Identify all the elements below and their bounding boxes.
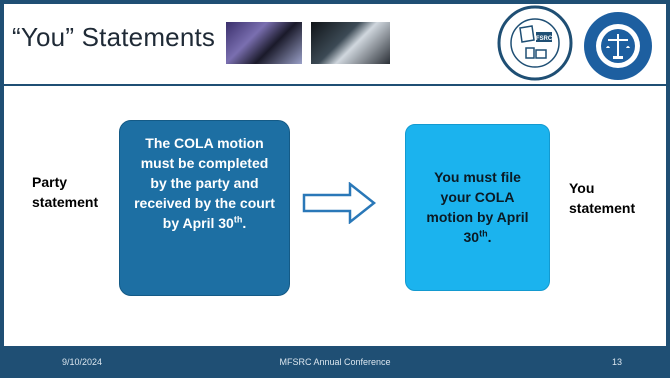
party-statement-label: Party statement <box>32 174 99 210</box>
party-statement-box: The COLA motion must be completed by the… <box>119 120 290 296</box>
mcaa-logo <box>584 12 652 80</box>
footer-date: 9/10/2024 <box>62 357 103 367</box>
you-statement-label: You statement <box>569 180 636 216</box>
fsrc-logo: FSRC <box>497 5 573 81</box>
you-statement-box: You must file your COLA motion by April … <box>405 124 550 291</box>
keyboard-photo <box>311 22 390 64</box>
you-statement-text-end: . <box>487 229 492 245</box>
slide-footer: 9/10/2024 MFSRC Annual Conference 13 <box>0 346 670 378</box>
microphone-photo <box>226 22 302 64</box>
you-statement-text: You must file your COLA motion by April … <box>406 167 549 247</box>
party-statement-text-sup: th <box>233 214 243 225</box>
you-statement-text-main: You must file your COLA motion by April … <box>426 169 529 245</box>
you-statement-text-sup: th <box>479 228 488 239</box>
slide-title: “You” Statements <box>12 22 216 52</box>
party-statement-text-end: . <box>242 215 247 231</box>
footer-conference: MFSRC Annual Conference <box>279 357 391 367</box>
party-statement-text-main: The COLA motion must be completed by the… <box>134 135 275 231</box>
title-divider <box>4 84 666 86</box>
footer-page-number: 13 <box>612 357 623 367</box>
right-arrow-icon <box>302 182 377 224</box>
fsrc-logo-text: FSRC <box>536 36 553 42</box>
party-statement-text: The COLA motion must be completed by the… <box>120 133 289 233</box>
